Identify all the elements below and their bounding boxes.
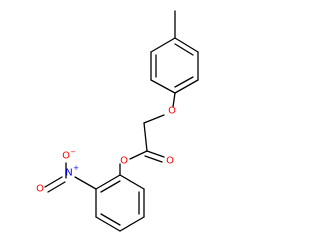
- bond-ring2: [95, 174, 121, 190]
- bond-ring1-inner: [174, 43, 194, 56]
- bond-ring1: [150, 79, 176, 94]
- bond-ring1: [150, 37, 176, 53]
- ester-oxygen-label: O: [120, 156, 128, 167]
- nitro-oxygen-minus-label: O: [62, 151, 70, 162]
- bond-carbonyl-double: [146, 150, 165, 158]
- bond-ring1-ether-o: [172, 92, 176, 108]
- bond-ether-o-ch2: [143, 114, 165, 124]
- bonds: [44, 10, 199, 232]
- bond-ring1-inner: [174, 76, 194, 88]
- bond-ring1: [174, 37, 199, 53]
- bond-ring2-inner: [100, 213, 121, 226]
- bond-nitro-n-o-double: [44, 176, 63, 188]
- bond-ring1: [174, 79, 199, 94]
- bond-ch2-carbonyl: [143, 122, 148, 152]
- ether-oxygen-label: O: [168, 106, 176, 117]
- atom-labels: O O O N + O − O: [36, 106, 176, 195]
- bond-ring2: [119, 174, 145, 190]
- bond-ring2: [95, 216, 121, 232]
- structure-diagram: O O O N + O − O: [36, 10, 199, 232]
- bond-ring2-nitro-n: [74, 176, 97, 190]
- bond-ring2-inner: [100, 180, 121, 193]
- bond-nitro-n-o-double: [47, 181, 66, 193]
- nitro-oxygen-minus-charge: −: [70, 148, 76, 156]
- nitro-nitrogen-charge: +: [73, 164, 79, 172]
- carbonyl-oxygen-label: O: [166, 156, 174, 167]
- bond-carbonyl-double: [144, 155, 163, 163]
- bond-carbonyl-ester-o: [129, 150, 148, 160]
- bond-ring2: [119, 216, 145, 232]
- nitro-oxygen-double-label: O: [36, 184, 44, 195]
- nitro-nitrogen-label: N: [65, 168, 72, 179]
